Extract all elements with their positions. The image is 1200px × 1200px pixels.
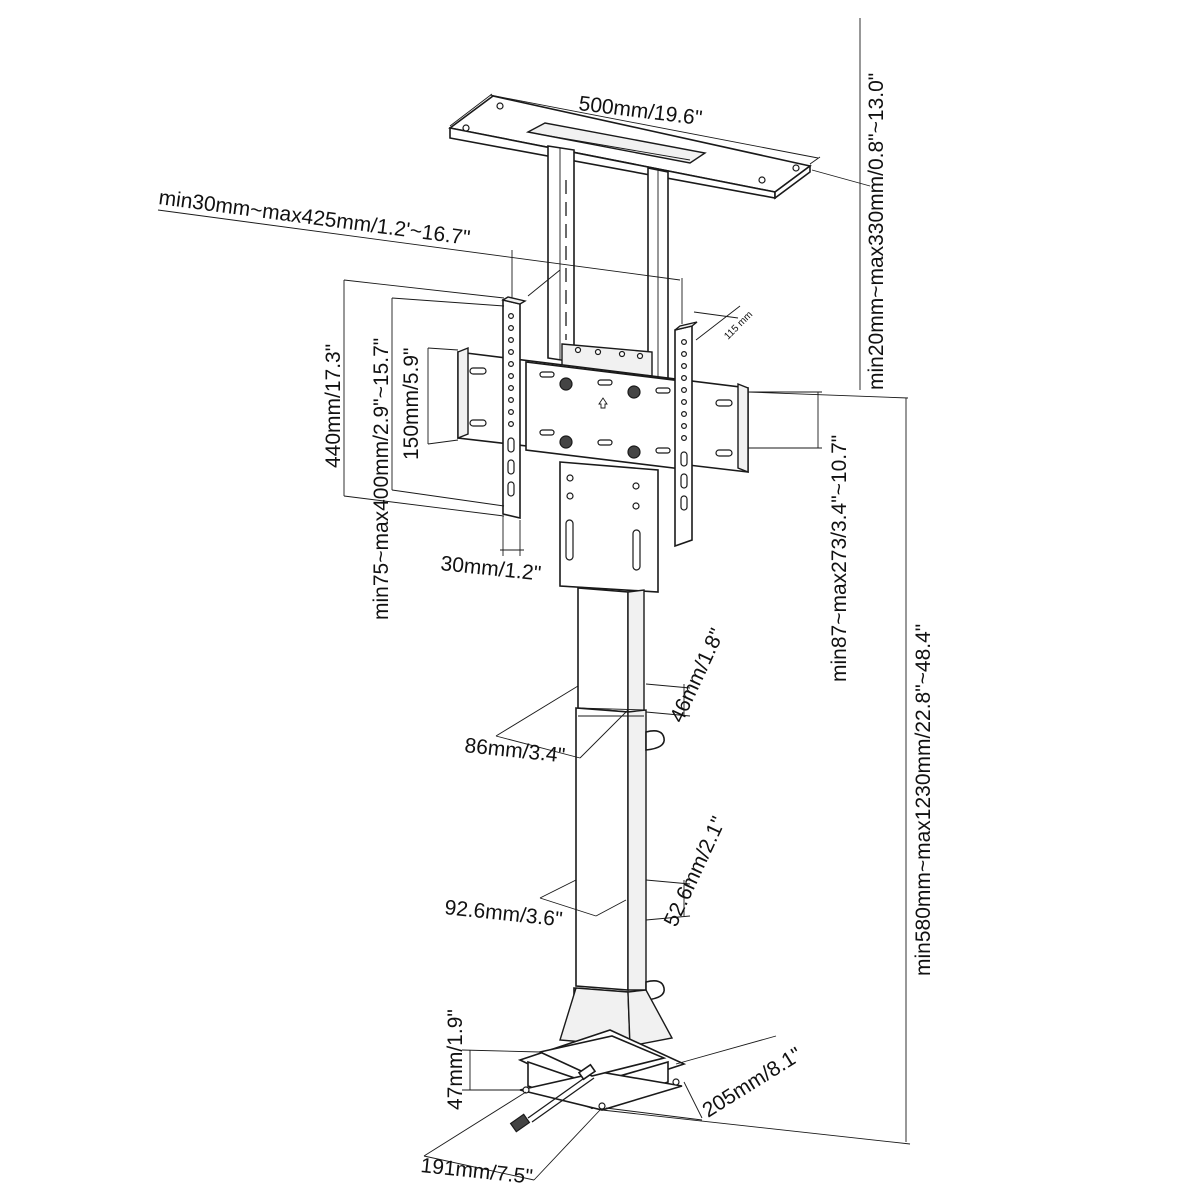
label-upper-tube-depth: 86mm/3.4" <box>463 734 566 767</box>
label-base-height: 47mm/1.9" <box>444 1009 467 1110</box>
label-base-width: 191mm/7.5" <box>419 1154 533 1189</box>
label-lower-tube-width: 52.6mm/2.1" <box>660 813 731 930</box>
label-arm-width: 30mm/1.2" <box>439 552 542 585</box>
ceiling-plate <box>448 95 812 200</box>
label-bracket-spacing: 115 mm <box>722 309 755 342</box>
left-vertical-arm <box>501 296 527 520</box>
dimension-lines <box>157 18 911 1181</box>
label-base-depth: 205mm/8.1" <box>698 1043 806 1122</box>
vertical-rails <box>547 145 669 381</box>
label-lower-tube-depth: 92.6mm/3.6" <box>443 896 563 931</box>
carriage-plate <box>559 461 659 593</box>
right-vertical-arm <box>674 321 698 548</box>
base <box>509 987 687 1133</box>
label-depth-range: min30mm~max425mm/1.2'~16.7" <box>157 186 471 250</box>
dimension-labels: 500mm/19.6" min20mm~max330mm/0.8"~13.0" … <box>157 73 935 1189</box>
label-upper-tube-width: 46mm/1.8" <box>666 625 729 726</box>
label-vesa-vertical: min75~max400mm/2.9"~15.7" <box>370 338 393 620</box>
label-vesa-horizontal: min87~max273/3.4"~10.7" <box>828 435 851 682</box>
label-total-height: min580mm~max1230mm/22.8"~48.4" <box>912 624 935 976</box>
telescopic-column <box>575 587 665 1001</box>
label-bracket-height: 440mm/17.3" <box>322 344 345 468</box>
label-vesa-inner: 150mm/5.9" <box>400 347 423 460</box>
label-ceiling-gap: min20mm~max330mm/0.8"~13.0" <box>865 73 888 390</box>
